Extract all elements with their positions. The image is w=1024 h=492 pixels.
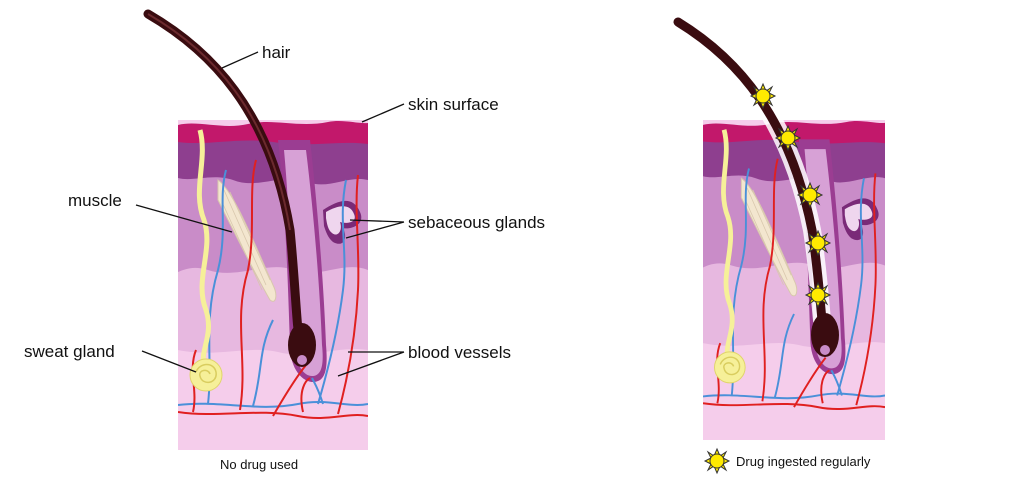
legend-drug-icon <box>704 448 730 474</box>
label-muscle: muscle <box>68 191 122 210</box>
drug-marker-icon <box>805 282 831 308</box>
label-hair: hair <box>262 43 291 62</box>
label-blood-vessels: blood vessels <box>408 343 511 362</box>
left-skin-diagram <box>143 9 368 450</box>
label-sweat-gland: sweat gland <box>24 342 115 361</box>
label-sebaceous-glands: sebaceous glands <box>408 213 545 232</box>
leader-lines <box>135 51 405 377</box>
drug-marker-icon <box>797 182 823 208</box>
caption-no-drug: No drug used <box>220 457 298 472</box>
drug-marker-icon <box>750 83 776 109</box>
right-skin-diagram <box>669 13 885 440</box>
label-skin-surface: skin surface <box>408 95 499 114</box>
caption-drug-ingested: Drug ingested regularly <box>736 454 871 469</box>
drug-marker-icon <box>775 125 801 151</box>
right-hair-bulb <box>811 313 839 357</box>
left-hair-bulb <box>288 323 316 367</box>
drug-marker-icon <box>805 230 831 256</box>
